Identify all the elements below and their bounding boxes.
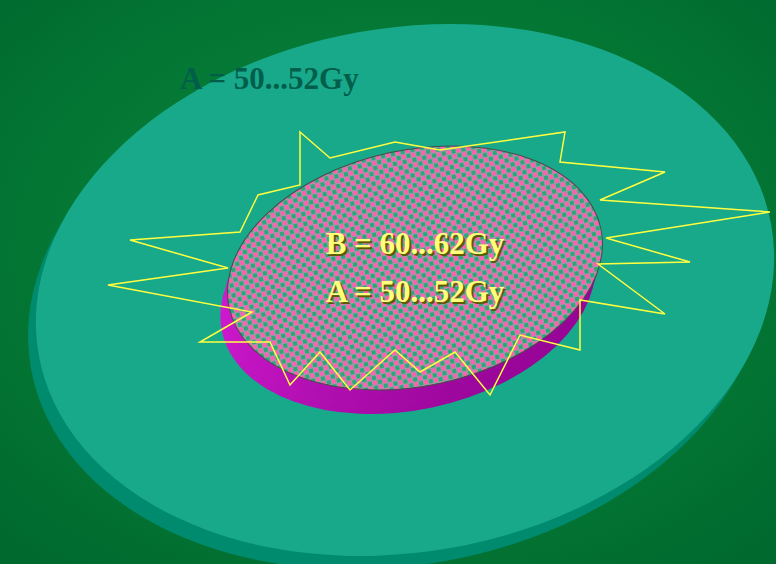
burst-outline [108,132,770,395]
inner-disc-region: B = 60...62Gy A = 50...52Gy [230,150,600,386]
boost-dose-label: B = 60...62Gy [326,225,505,263]
outer-disc-region: A = 50...52Gy B = 60...62Gy A = 50...52Gy [40,16,760,556]
inner-disc-top [205,113,626,423]
dose-label: A = 50...52Gy [180,60,359,98]
boost-dose-label: A = 50...52Gy [326,273,505,311]
